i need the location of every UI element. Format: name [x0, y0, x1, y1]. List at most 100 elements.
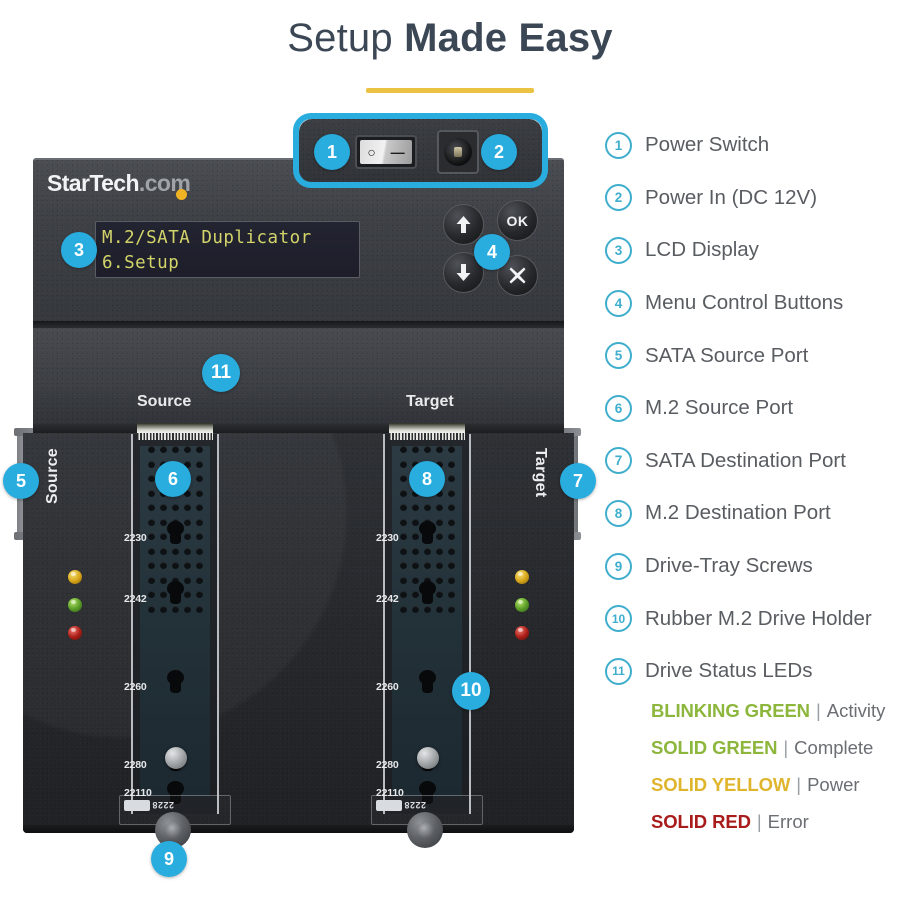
- power-switch[interactable]: ○ —: [355, 135, 417, 169]
- legend-item-5: 5 SATA Source Port: [605, 329, 900, 382]
- legend-item-9: 9 Drive-Tray Screws: [605, 540, 900, 593]
- target-top-label: Target: [406, 393, 454, 410]
- legend-badge-4: 4: [605, 289, 632, 317]
- legend-item-11: 11 Drive Status LEDs: [605, 645, 900, 698]
- drive-tray-screw-destination[interactable]: [407, 812, 443, 848]
- legend-label-lcd-display: LCD Display: [645, 238, 759, 262]
- m2-size-label: 2260: [124, 681, 147, 693]
- legend-label-drive-tray-screws: Drive-Tray Screws: [645, 554, 813, 578]
- m2-size-label: 22110: [124, 787, 152, 799]
- device-seam: [33, 321, 564, 328]
- legend-label-power-in: Power In (DC 12V): [645, 185, 818, 209]
- led-status-row-blinking-green: BLINKING GREEN | Activity: [651, 700, 900, 737]
- m2-size-label: 2260: [376, 681, 399, 693]
- legend-item-4: 4 Menu Control Buttons: [605, 277, 900, 330]
- m2-source-port[interactable]: 2230 2242 2260 2280: [124, 423, 219, 814]
- legend-label-drive-status-leds: Drive Status LEDs: [645, 659, 813, 683]
- callout-marker-6: 6: [155, 461, 191, 497]
- menu-ok-label: OK: [506, 212, 529, 229]
- device-led-panel: [33, 328, 564, 424]
- callout-marker-5: 5: [3, 463, 39, 499]
- legend-badge-2: 2: [605, 184, 632, 212]
- page-title-light: Setup: [287, 16, 405, 60]
- led-status-key: SOLID YELLOW: [651, 774, 791, 795]
- callout-marker-11: 11: [202, 354, 240, 392]
- led-status-value: Complete: [794, 737, 874, 758]
- dc-power-input-jack[interactable]: [437, 130, 479, 174]
- legend-item-3: 3 LCD Display: [605, 224, 900, 277]
- m2-keyhole-2230: [419, 521, 436, 544]
- m2-size-label: 22110: [376, 787, 404, 799]
- m2-keyhole-2242: [419, 581, 436, 604]
- m2-size-label: 2230: [124, 532, 147, 544]
- legend-item-7: 7 SATA Destination Port: [605, 435, 900, 488]
- dc-jack-barrel-icon: [444, 138, 472, 166]
- legend-badge-9: 9: [605, 552, 632, 580]
- screw-head-icon: [416, 821, 434, 839]
- legend-label-m2-destination: M.2 Destination Port: [645, 501, 831, 525]
- page-title-bold: Made Easy: [404, 16, 613, 60]
- m2-size-label: 2280: [376, 759, 399, 771]
- led-status-value: Power: [807, 774, 860, 795]
- callout-marker-9: 9: [151, 841, 187, 877]
- led-status-separator: |: [783, 737, 789, 758]
- source-top-label: Source: [137, 393, 192, 410]
- led-status-key: BLINKING GREEN: [651, 700, 810, 721]
- callout-marker-10: 10: [452, 672, 490, 710]
- legend-badge-10: 10: [605, 605, 632, 633]
- device-bottom-edge: [23, 825, 574, 833]
- panel-texture: [23, 433, 574, 833]
- menu-ok-button[interactable]: OK: [497, 200, 538, 241]
- m2-destination-pcb: [392, 446, 462, 796]
- target-side-label: Target: [532, 448, 549, 498]
- power-switch-face: ○ —: [360, 140, 412, 164]
- rubber-m2-drive-holder-source[interactable]: [165, 747, 187, 769]
- lcd-line-2: 6.Setup: [102, 253, 180, 273]
- legend-badge-1: 1: [605, 131, 632, 159]
- led-status-separator: |: [796, 774, 802, 795]
- callout-marker-8: 8: [409, 461, 445, 497]
- led-status-key: SOLID GREEN: [651, 737, 778, 758]
- legend-badge-5: 5: [605, 342, 632, 370]
- menu-up-button[interactable]: [443, 204, 484, 245]
- legend-label-sata-destination: SATA Destination Port: [645, 448, 846, 472]
- tray-badge-destination: [376, 800, 402, 811]
- lcd-line-1: M.2/SATA Duplicator: [102, 228, 312, 248]
- legend-label-rubber-holder: Rubber M.2 Drive Holder: [645, 606, 872, 630]
- m2-keyhole-2230: [167, 521, 184, 544]
- legend-badge-6: 6: [605, 394, 632, 422]
- power-off-symbol: —: [390, 144, 405, 160]
- legend-label-power-switch: Power Switch: [645, 133, 770, 157]
- m2-keyhole-22110-destination: [419, 781, 436, 804]
- brand-name: StarTech: [47, 170, 140, 196]
- device-panel-lip: [33, 424, 564, 433]
- title-underline-rule: [366, 88, 534, 93]
- dc-jack-pin: [454, 147, 462, 157]
- source-side-label: Source: [44, 448, 61, 505]
- startech-logo: StarTech.com: [47, 170, 191, 197]
- m2-keyhole-22110-source: [167, 781, 184, 804]
- rubber-m2-drive-holder-destination[interactable]: [417, 747, 439, 769]
- led-status-row-solid-red: SOLID RED | Error: [651, 811, 900, 848]
- led-status-key: SOLID RED: [651, 811, 751, 832]
- led-status-row-solid-green: SOLID GREEN | Complete: [651, 737, 900, 774]
- led-status-row-solid-yellow: SOLID YELLOW | Power: [651, 774, 900, 811]
- target-side-led-yellow: [515, 570, 529, 584]
- callout-marker-7: 7: [560, 463, 596, 499]
- m2-destination-connector-pins: [389, 433, 465, 440]
- page-title: Setup Made Easy: [0, 16, 900, 61]
- legend-list: 1 Power Switch 2 Power In (DC 12V) 3 LCD…: [605, 119, 900, 698]
- device-bay-panel: [23, 433, 574, 833]
- m2-destination-port[interactable]: 2230 2242 2260 2280: [376, 423, 471, 814]
- legend-item-2: 2 Power In (DC 12V): [605, 172, 900, 225]
- source-side-led-red: [68, 626, 82, 640]
- legend-item-1: 1 Power Switch: [605, 119, 900, 172]
- tray-badge-source: [124, 800, 150, 811]
- logo-dot-icon: [176, 189, 187, 200]
- source-side-led-group: [68, 570, 82, 654]
- m2-size-label: 2242: [376, 593, 399, 605]
- m2-source-pcb: [140, 446, 210, 796]
- source-side-led-green: [68, 598, 82, 612]
- led-status-separator: |: [756, 811, 762, 832]
- source-side-led-yellow: [68, 570, 82, 584]
